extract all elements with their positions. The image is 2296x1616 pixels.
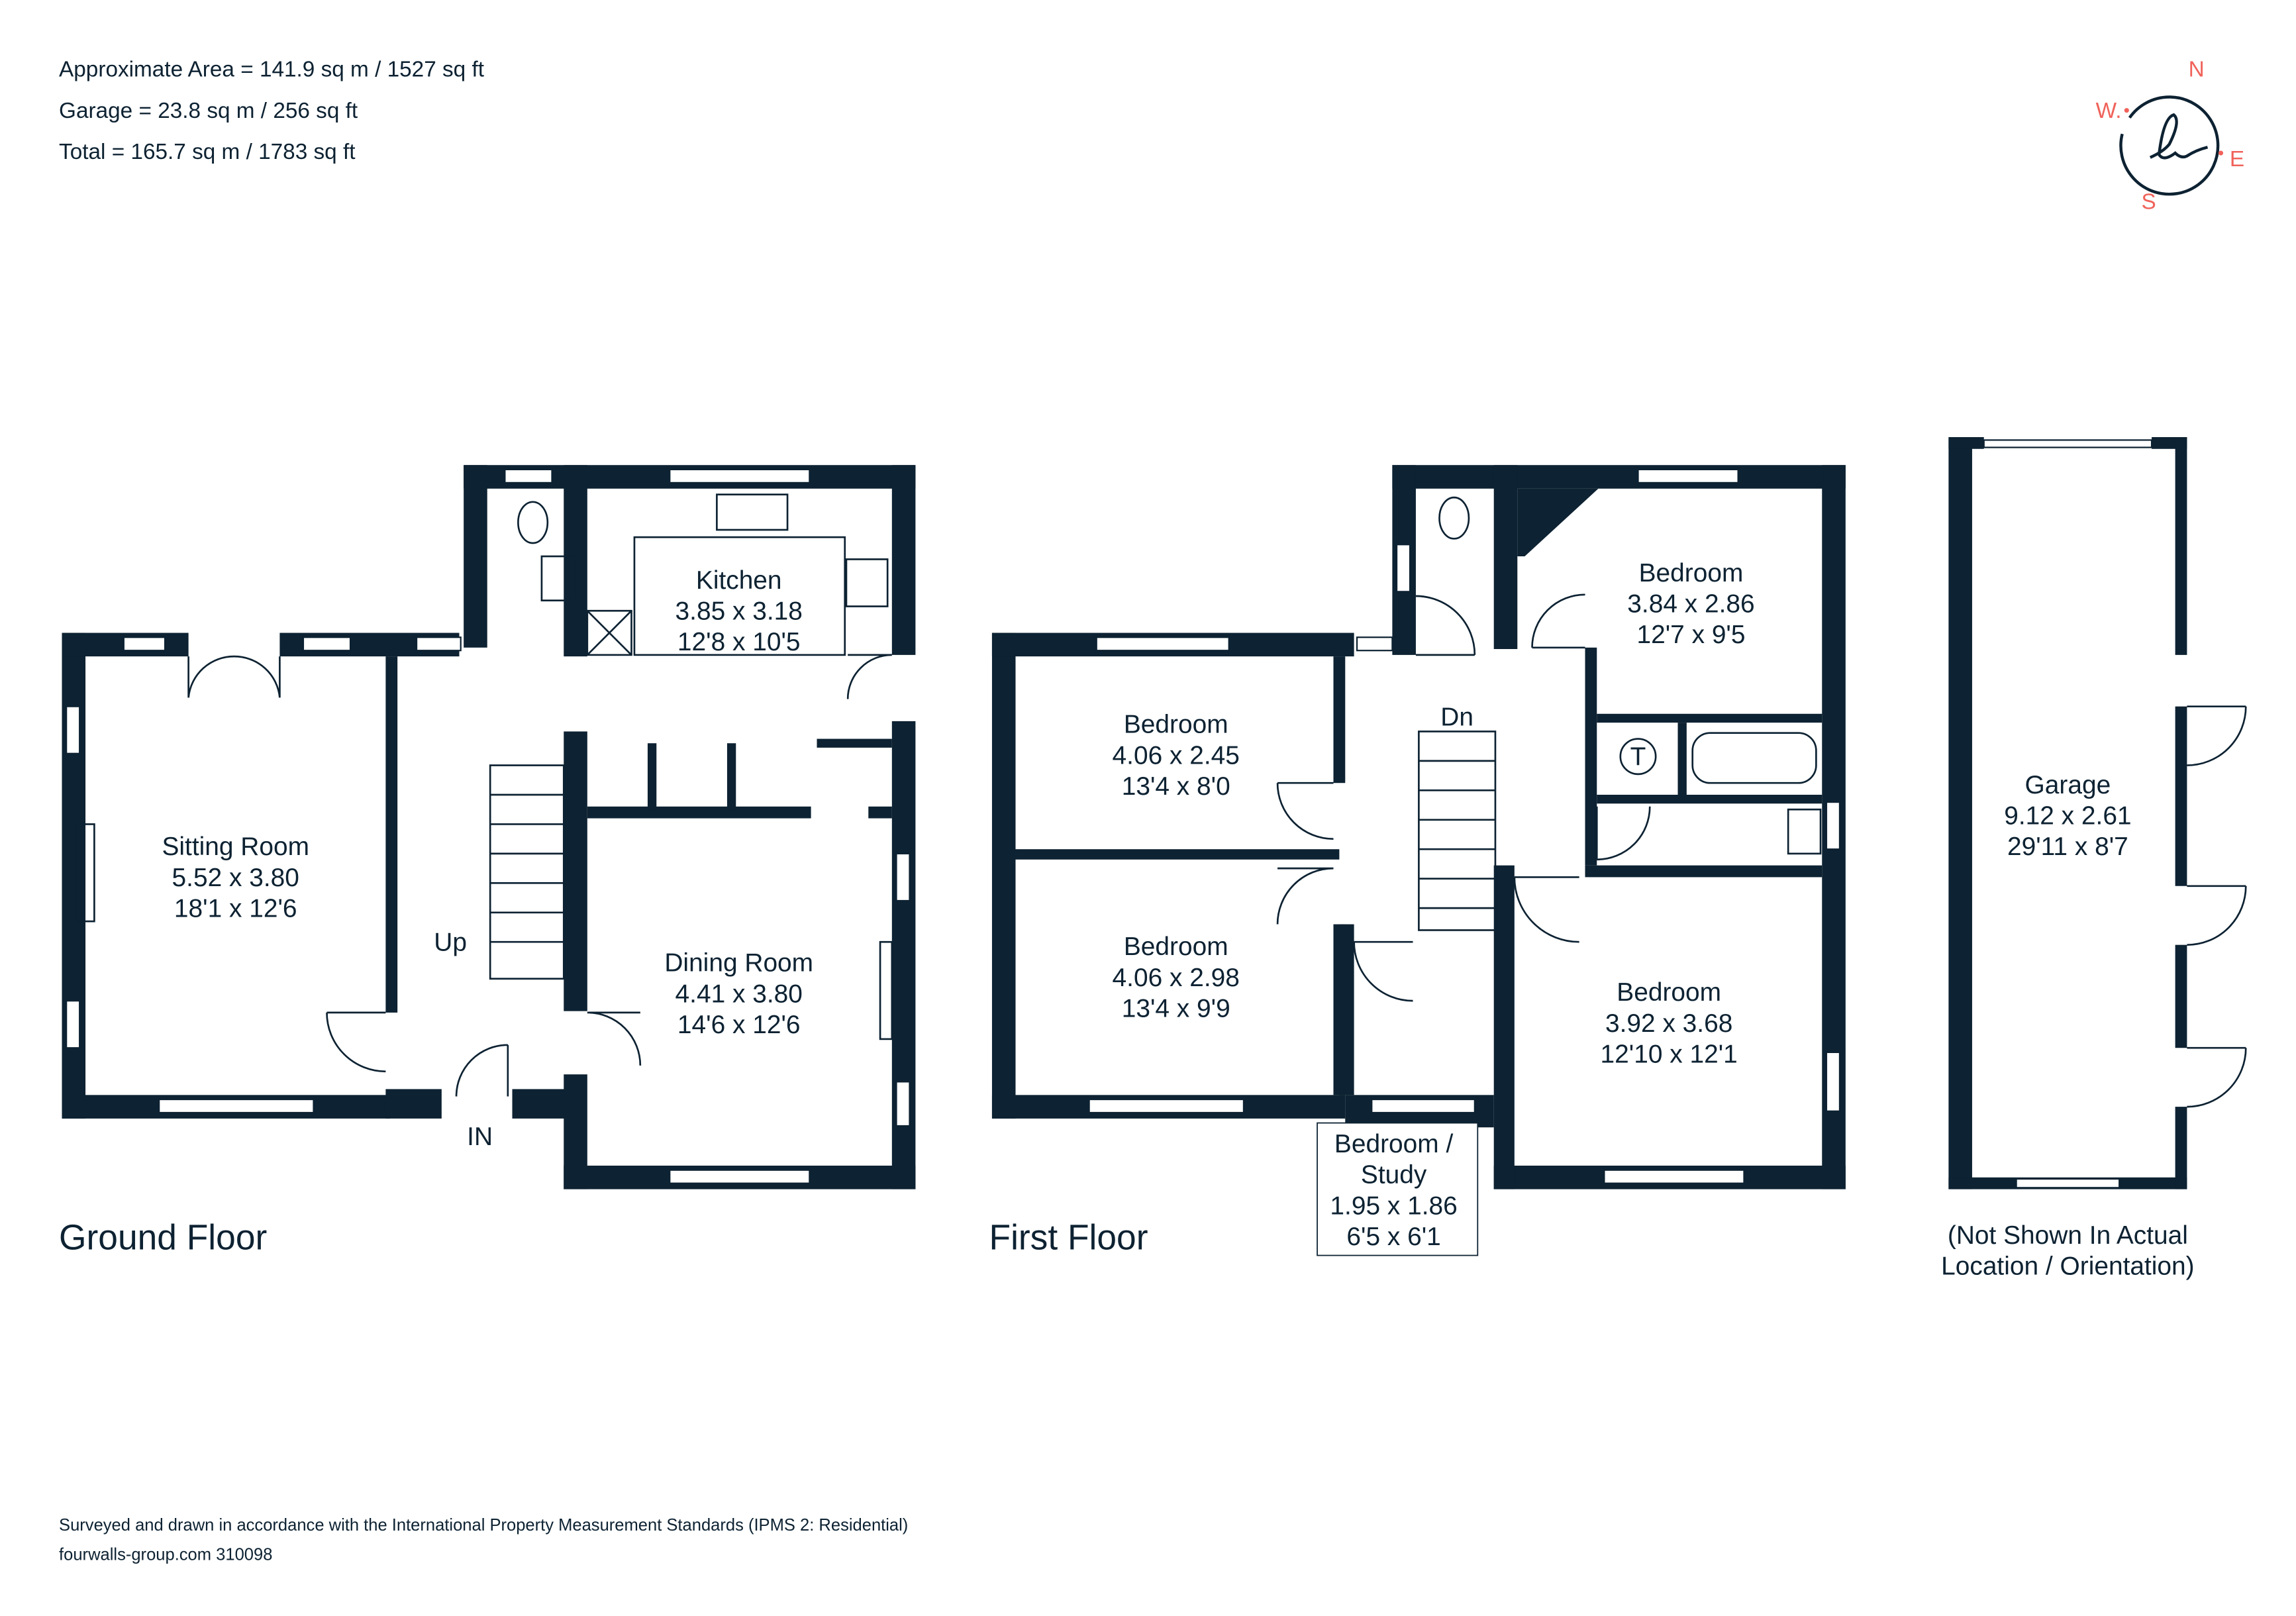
svg-text:6'5 x 6'1: 6'5 x 6'1 <box>1346 1223 1440 1251</box>
svg-text:Sitting Room: Sitting Room <box>162 833 309 861</box>
south-label: S <box>2142 190 2156 215</box>
compass-logo: N W. E S <box>2096 58 2244 215</box>
svg-text:Bedroom: Bedroom <box>1617 978 1721 1007</box>
room-bedroom-4: Bedroom 3.92 x 3.68 12'10 x 12'1 <box>1601 978 1738 1068</box>
west-label: W. <box>2096 99 2122 123</box>
svg-text:3.85 x 3.18: 3.85 x 3.18 <box>675 597 803 626</box>
svg-text:Study: Study <box>1361 1161 1427 1189</box>
svg-text:13'4 x 8'0: 13'4 x 8'0 <box>1122 772 1230 801</box>
svg-text:9.12 x 2.61: 9.12 x 2.61 <box>2004 801 2131 830</box>
total-area: Total = 165.7 sq m / 1783 sq ft <box>59 140 356 164</box>
stairs-down-label: Dn <box>1440 703 1473 732</box>
reference-number: fourwalls-group.com 310098 <box>59 1546 272 1564</box>
water-tank-label: T <box>1630 743 1646 772</box>
svg-text:Bedroom: Bedroom <box>1124 933 1228 961</box>
svg-text:14'6 x 12'6: 14'6 x 12'6 <box>677 1011 801 1039</box>
room-kitchen: Kitchen 3.85 x 3.18 12'8 x 10'5 <box>675 566 803 656</box>
ground-floor-title: Ground Floor <box>59 1219 267 1258</box>
svg-text:12'10 x 12'1: 12'10 x 12'1 <box>1601 1040 1738 1068</box>
svg-text:5.52 x 3.80: 5.52 x 3.80 <box>172 864 299 892</box>
north-label: N <box>2189 58 2205 82</box>
first-floor-title: First Floor <box>989 1219 1148 1258</box>
svg-text:4.06 x 2.98: 4.06 x 2.98 <box>1113 964 1240 992</box>
svg-text:Bedroom /: Bedroom / <box>1334 1130 1454 1158</box>
stairs-up-label: Up <box>434 929 467 957</box>
room-sitting-room: Sitting Room 5.52 x 3.80 18'1 x 12'6 <box>162 833 309 923</box>
svg-text:1.95 x 1.86: 1.95 x 1.86 <box>1330 1191 1457 1220</box>
east-label: E <box>2230 147 2244 172</box>
garage-note-line2: Location / Orientation) <box>1941 1252 2195 1280</box>
svg-text:12'8 x 10'5: 12'8 x 10'5 <box>677 628 801 656</box>
room-bedroom-study: Bedroom / Study 1.95 x 1.86 6'5 x 6'1 <box>1317 1122 1479 1256</box>
svg-text:18'1 x 12'6: 18'1 x 12'6 <box>174 894 297 923</box>
svg-text:29'11 x 8'7: 29'11 x 8'7 <box>2007 833 2128 861</box>
svg-text:3.84 x 2.86: 3.84 x 2.86 <box>1627 589 1754 618</box>
svg-text:Kitchen: Kitchen <box>696 566 782 595</box>
svg-text:13'4 x 9'9: 13'4 x 9'9 <box>1122 995 1230 1023</box>
garage-note-line1: (Not Shown In Actual <box>1948 1221 2188 1250</box>
first-floor-walls: T <box>991 465 1846 1189</box>
room-bedroom-1: Bedroom 4.06 x 2.45 13'4 x 8'0 <box>1113 711 1240 801</box>
svg-text:Bedroom: Bedroom <box>1639 559 1744 587</box>
svg-text:4.41 x 3.80: 4.41 x 3.80 <box>675 980 803 1008</box>
svg-text:Bedroom: Bedroom <box>1124 711 1228 739</box>
garage-walls <box>1948 437 2247 1189</box>
room-garage: Garage 9.12 x 2.61 29'11 x 8'7 <box>2004 771 2131 861</box>
room-bedroom-2: Bedroom 4.06 x 2.98 13'4 x 9'9 <box>1113 933 1240 1023</box>
approximate-area: Approximate Area = 141.9 sq m / 1527 sq … <box>59 58 485 82</box>
svg-text:12'7 x 9'5: 12'7 x 9'5 <box>1637 621 1746 649</box>
garage-area: Garage = 23.8 sq m / 256 sq ft <box>59 99 358 123</box>
standards-note: Surveyed and drawn in accordance with th… <box>59 1516 908 1535</box>
ground-floor-walls <box>62 465 916 1189</box>
room-dining-room: Dining Room 4.41 x 3.80 14'6 x 12'6 <box>664 949 813 1039</box>
svg-text:4.06 x 2.45: 4.06 x 2.45 <box>1113 741 1240 770</box>
entrance-label: IN <box>467 1123 493 1151</box>
room-bedroom-3: Bedroom 3.84 x 2.86 12'7 x 9'5 <box>1627 559 1754 649</box>
svg-text:Dining Room: Dining Room <box>664 949 813 978</box>
svg-text:3.92 x 3.68: 3.92 x 3.68 <box>1605 1009 1732 1038</box>
svg-text:Garage: Garage <box>2025 771 2111 799</box>
